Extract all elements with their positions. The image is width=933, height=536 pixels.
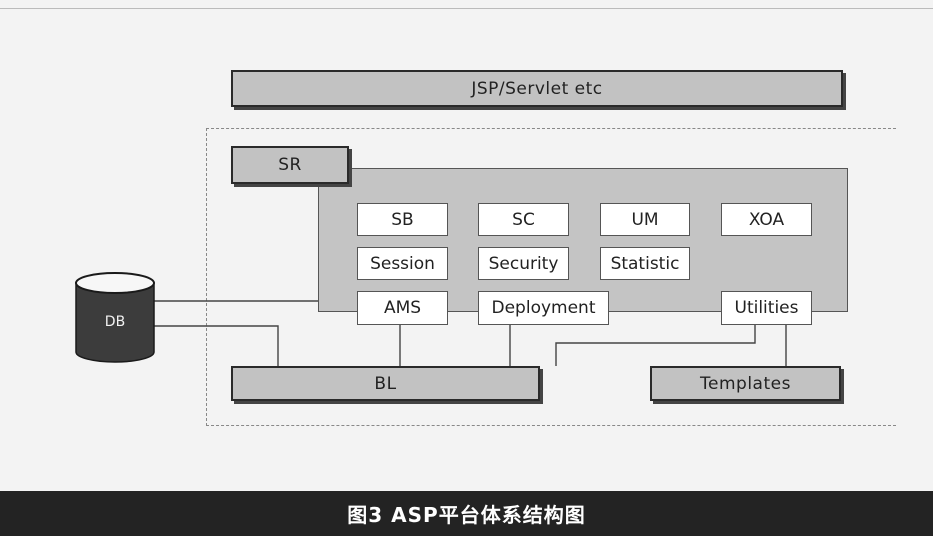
service-region <box>318 168 848 312</box>
bl-bar: BL <box>231 366 540 401</box>
db-label: DB <box>104 314 126 330</box>
utilities-module: Utilities <box>721 291 812 325</box>
ams-module: AMS <box>357 291 448 325</box>
session-module: Session <box>357 247 448 280</box>
sc-module: SC <box>478 203 569 236</box>
security-module: Security <box>478 247 569 280</box>
database-cylinder <box>75 272 155 363</box>
templates-bar: Templates <box>650 366 841 401</box>
xoa-module: XOA <box>721 203 812 236</box>
figure-caption: 图3 ASP平台体系结构图 <box>0 491 933 536</box>
utilities-to-bl-line <box>555 325 756 366</box>
platform-boundary <box>206 128 896 426</box>
deployment-module: Deployment <box>478 291 609 325</box>
sr-box: SR <box>231 146 349 184</box>
statistic-module: Statistic <box>600 247 690 280</box>
db-to-bl-line <box>154 325 279 366</box>
um-module: UM <box>600 203 690 236</box>
sb-module: SB <box>357 203 448 236</box>
jsp-servlet-bar: JSP/Servlet etc <box>231 70 843 107</box>
top-rule <box>0 8 933 9</box>
